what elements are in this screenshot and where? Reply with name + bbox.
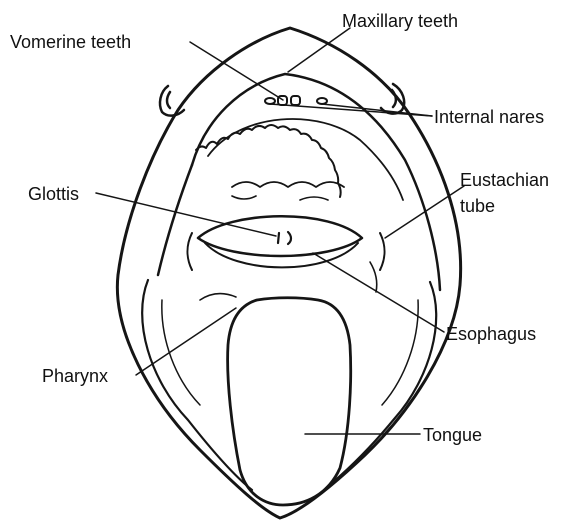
maxillary-teeth-inner xyxy=(208,119,403,200)
lower-jaw-left xyxy=(142,280,252,490)
label-esophagus: Esophagus xyxy=(446,324,536,344)
palate-outline-left xyxy=(158,165,192,275)
lower-jaw-inner-right xyxy=(382,300,418,405)
label-eustachian-line1: Eustachian xyxy=(460,170,549,190)
internal-naris-left xyxy=(265,98,275,104)
leader-nares-right xyxy=(322,104,432,116)
label-vomerine-teeth: Vomerine teeth xyxy=(10,32,131,52)
label-pharynx: Pharynx xyxy=(42,366,108,386)
eustachian-tube-right xyxy=(380,233,385,270)
tongue-shape xyxy=(228,298,351,505)
lower-jaw-inner-left xyxy=(162,300,200,405)
glottis-slit xyxy=(278,232,291,244)
pharynx-fold-left xyxy=(200,294,236,300)
left-eye xyxy=(160,86,184,116)
leader-vomerine xyxy=(190,42,283,100)
palate-wrinkles-2 xyxy=(232,196,328,200)
eustachian-tube-left xyxy=(188,233,193,270)
right-eye xyxy=(381,84,404,114)
label-maxillary-teeth: Maxillary teeth xyxy=(342,11,458,31)
palate-wrinkles xyxy=(232,182,344,187)
leader-glottis xyxy=(96,193,276,236)
label-internal-nares: Internal nares xyxy=(434,107,544,127)
internal-naris-right xyxy=(317,98,327,104)
head-outline xyxy=(117,28,460,518)
maxillary-teeth xyxy=(196,125,341,197)
label-tongue: Tongue xyxy=(423,425,482,445)
label-eustachian-line2: tube xyxy=(460,196,495,216)
leader-pharynx xyxy=(136,308,236,375)
esophagus-opening xyxy=(198,216,362,256)
leader-esophagus xyxy=(313,253,444,332)
label-glottis: Glottis xyxy=(28,184,79,204)
vomerine-tooth-right xyxy=(291,96,300,105)
